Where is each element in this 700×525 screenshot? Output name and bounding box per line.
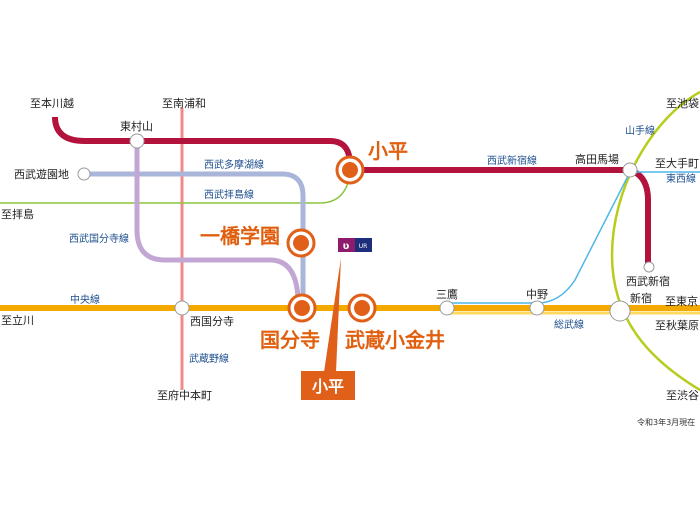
label-musashi-koganei: 武蔵小金井: [345, 328, 445, 352]
label-seibu-shinjuku: 西武新宿: [626, 274, 670, 288]
station-nakano[interactable]: [529, 300, 545, 316]
station-nishikokubunji[interactable]: [174, 300, 190, 316]
station-takadanobaba[interactable]: [622, 162, 638, 178]
line-label-tamako: 西武多摩湖線: [204, 158, 264, 171]
dest-minami-urawa: 至南浦和: [162, 97, 206, 110]
station-seibu-shinjuku[interactable]: [643, 261, 655, 273]
line-label-kokubunji: 西武国分寺線: [69, 232, 129, 245]
dest-otemachi: 至大手町: [655, 156, 699, 170]
callout-pointer: [324, 258, 341, 372]
dest-hon-kawagoe: 至本川越: [30, 96, 74, 110]
dest-shibuya: 至渋谷: [666, 389, 699, 402]
dest-haijima: 至拝島: [1, 207, 34, 221]
yamanote-line: [610, 90, 700, 392]
station-kokubunji[interactable]: [287, 293, 317, 323]
seibu-kokubunji-line: [134, 141, 301, 299]
label-seibuyuenchi: 西武遊園地: [14, 167, 69, 181]
label-kodaira: 小平: [368, 139, 408, 163]
seibu-tamako-line: [84, 171, 306, 305]
label-hitotsubashi: 一橋学園: [200, 224, 280, 248]
label-takadanobaba: 高田馬場: [575, 152, 619, 166]
station-seibuyuenchi[interactable]: [77, 167, 91, 181]
station-higashimurayama[interactable]: [129, 133, 145, 149]
label-nishikokubunji: 西国分寺: [190, 315, 234, 328]
label-nakano: 中野: [526, 288, 548, 301]
station-shinjuku[interactable]: [609, 300, 631, 322]
dest-tokyo: 至東京: [665, 294, 698, 308]
label-shinjuku: 新宿: [630, 291, 652, 305]
dest-tachikawa: 至立川: [1, 313, 34, 327]
line-label-haijima: 西武拝島線: [204, 188, 254, 201]
svg-text:UR: UR: [359, 243, 368, 250]
line-label-sobu: 総武線: [554, 318, 584, 331]
station-kodaira[interactable]: [335, 155, 365, 185]
label-mitaka: 三鷹: [436, 287, 458, 301]
label-kokubunji: 国分寺: [260, 328, 320, 352]
as-of-note: 令和3年3月現在: [637, 417, 695, 427]
line-label-yamanote: 山手線: [625, 124, 655, 137]
line-label-chuo: 中央線: [70, 293, 100, 306]
station-hitotsubashi[interactable]: [286, 228, 316, 258]
station-musashi-koganei[interactable]: [347, 293, 377, 323]
dest-ikebukuro: 至池袋: [666, 96, 699, 110]
callout-label: 小平: [312, 377, 344, 396]
callout-box[interactable]: [301, 371, 355, 400]
line-label-tozai: 東西線: [666, 172, 696, 185]
station-mitaka[interactable]: [439, 300, 455, 316]
svg-text:ʋ: ʋ: [343, 241, 350, 252]
line-label-musashino: 武蔵野線: [189, 352, 229, 365]
dest-fuchu-hommachi: 至府中本町: [157, 388, 212, 402]
label-higashimurayama: 東村山: [120, 119, 153, 133]
ur-logo: ʋ UR: [338, 238, 372, 252]
dest-akihabara: 至秋葉原: [655, 318, 699, 332]
line-label-seibu-shinjuku: 西武新宿線: [487, 154, 537, 167]
